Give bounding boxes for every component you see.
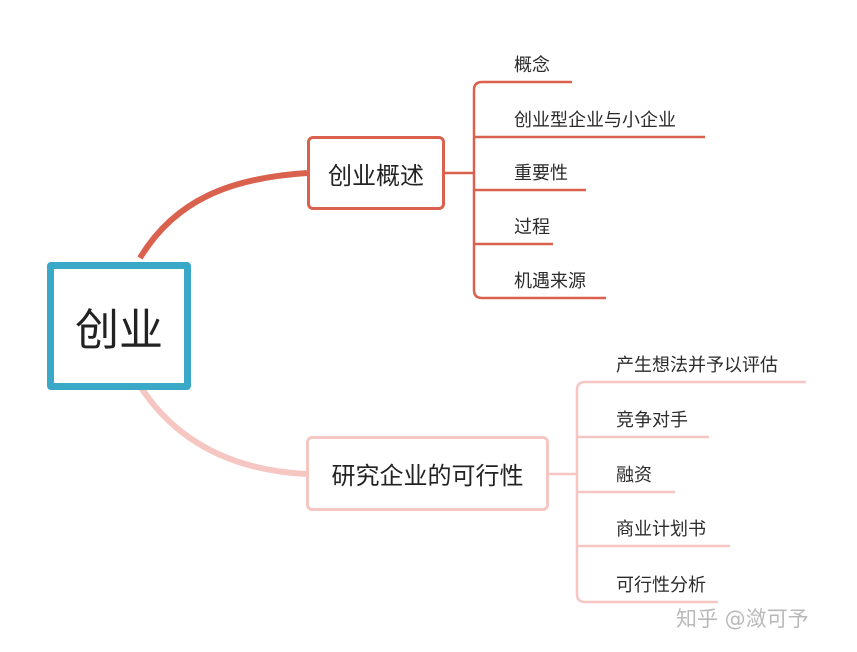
root-topic-label: 创业: [75, 305, 163, 356]
connector-root-branch-2: [137, 384, 307, 477]
subtopic[interactable]: 产生想法并予以评估: [616, 355, 778, 376]
subtopic[interactable]: 创业型企业与小企业: [514, 110, 676, 131]
subtopic[interactable]: 竞争对手: [616, 410, 688, 431]
subtopic[interactable]: 商业计划书: [616, 519, 706, 540]
branch-topic-label: 创业概述: [328, 161, 424, 190]
subtopic[interactable]: 概念: [514, 55, 550, 76]
branch-1-bracket: [445, 80, 705, 300]
branch-topic-2[interactable]: 研究企业的可行性: [306, 436, 549, 511]
connector-root-branch-1: [137, 170, 308, 260]
root-topic[interactable]: 创业: [47, 262, 191, 390]
subtopic[interactable]: 重要性: [514, 163, 568, 184]
subtopic[interactable]: 可行性分析: [616, 575, 706, 596]
branch-topic-label: 研究企业的可行性: [331, 462, 524, 490]
watermark: 知乎 @潋可予: [676, 607, 809, 631]
branch-topic-1[interactable]: 创业概述: [307, 136, 445, 210]
subtopic[interactable]: 融资: [616, 465, 652, 486]
subtopic[interactable]: 过程: [514, 217, 550, 238]
subtopic[interactable]: 机遇来源: [514, 271, 586, 292]
branch-2-bracket: [549, 380, 806, 604]
